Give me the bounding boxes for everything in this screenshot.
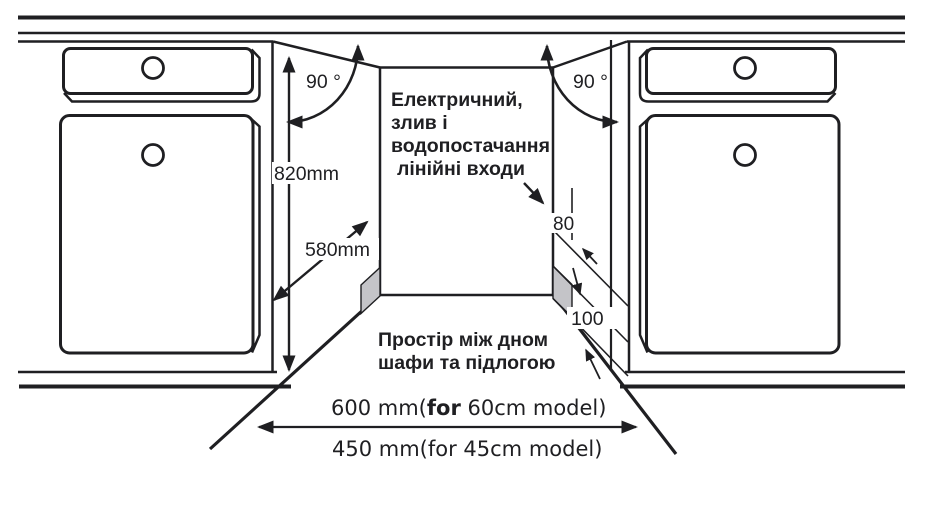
cutout-width-backdrop bbox=[549, 213, 580, 233]
right-drawer bbox=[645, 47, 837, 95]
cutout-arrow-up-2 bbox=[585, 348, 601, 380]
angle-arc-left bbox=[286, 44, 365, 129]
inlet-note-line3: водопостачання bbox=[391, 135, 550, 157]
niche-top-right-edge bbox=[552, 40, 628, 69]
cutout-arrow-down bbox=[572, 267, 583, 296]
left-drawer bbox=[62, 47, 254, 95]
inlet-note-line1: Електричний, bbox=[391, 89, 523, 111]
countertop bbox=[18, 15, 905, 43]
depth-dimension-arrow bbox=[272, 220, 369, 302]
gap-note-line1: Простір між дном bbox=[378, 329, 548, 351]
angle-arc-right bbox=[540, 44, 619, 129]
left-drawer-knob bbox=[141, 56, 165, 80]
height-label-backdrop bbox=[272, 162, 340, 184]
gap-note: Простір між дном шафи та підлогою bbox=[378, 329, 555, 374]
left-door-knob bbox=[141, 143, 165, 167]
right-door-bevel bbox=[638, 115, 653, 353]
height-label: 820mm bbox=[274, 163, 339, 185]
left-service-cutout bbox=[360, 265, 381, 316]
depth-label-backdrop bbox=[301, 238, 379, 260]
width-45-label: 450 mm(for 45cm model) bbox=[332, 437, 602, 461]
cutout-width-label: 80 bbox=[553, 214, 574, 235]
left-door bbox=[59, 114, 255, 355]
cutout-height-backdrop bbox=[567, 307, 624, 329]
right-drawer-knob bbox=[733, 56, 757, 80]
inlet-leader-arrow bbox=[523, 182, 545, 205]
cutout-guide-line-2 bbox=[552, 265, 629, 343]
cutout-guide-line-3 bbox=[552, 297, 629, 377]
cutout-arrow-up-1 bbox=[581, 247, 598, 265]
left-door-bevel bbox=[247, 115, 261, 353]
labels: 90 ° 90 ° 820mm 580mm 80 100 Електричний… bbox=[272, 71, 624, 461]
width-60-label: 600 mm(for 60cm model) bbox=[331, 396, 606, 420]
cutout-height-label: 100 bbox=[571, 308, 604, 330]
gap-note-line2: шафи та підлогою bbox=[378, 352, 555, 374]
cutout-guide-line-1 bbox=[552, 229, 629, 307]
right-cabinet bbox=[620, 41, 905, 389]
dimensions bbox=[257, 44, 638, 434]
depth-label: 580mm bbox=[305, 239, 370, 261]
left-cabinet bbox=[18, 41, 291, 389]
right-drawer-bevel bbox=[638, 48, 837, 103]
inlet-note-line2: злив і bbox=[391, 112, 448, 134]
angle-label-right: 90 ° bbox=[573, 71, 608, 93]
inlet-note-line4: лінійні входи bbox=[397, 158, 525, 180]
left-drawer-bevel bbox=[63, 48, 261, 103]
angle-label-left: 90 ° bbox=[306, 71, 341, 93]
inlet-note: Електричний, злив і водопостачання ліній… bbox=[391, 89, 550, 180]
right-door bbox=[645, 114, 841, 355]
right-door-knob bbox=[733, 143, 757, 167]
